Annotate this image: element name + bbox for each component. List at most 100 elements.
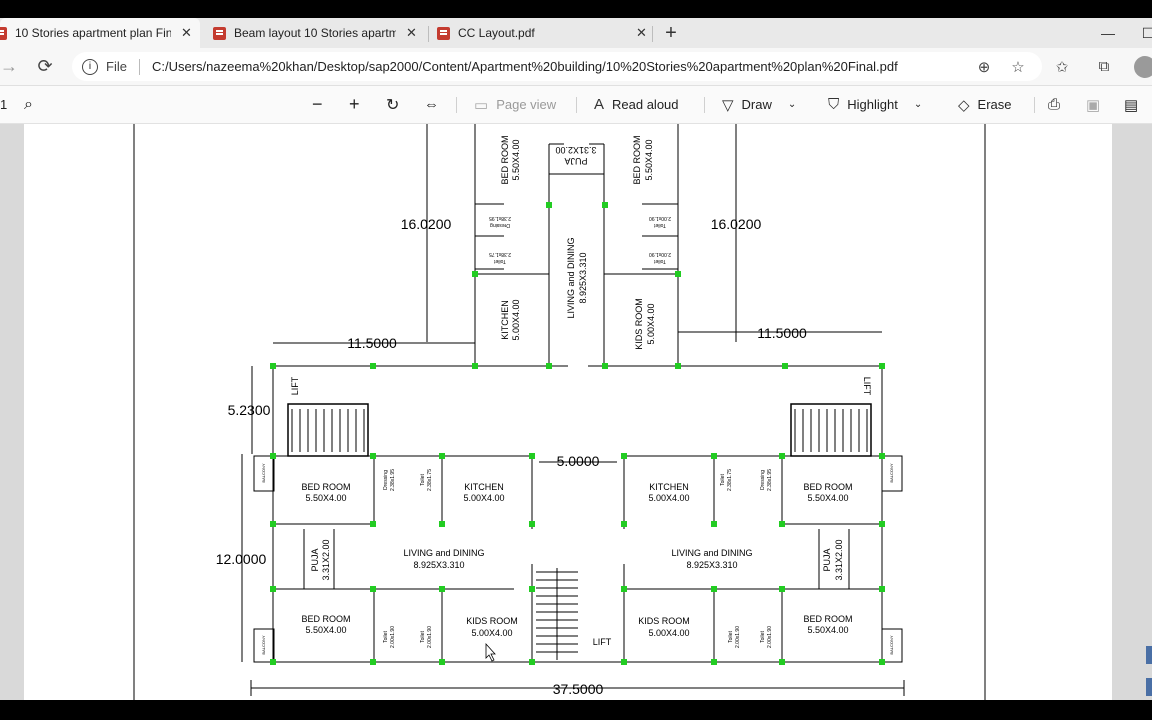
pdf-file-icon — [0, 26, 7, 40]
lift-left-label: LIFT — [290, 376, 300, 395]
toolbar-separator — [704, 97, 705, 113]
floor-plan: 16.0200 16.0200 11.5000 11.5000 5.2300 5… — [133, 124, 986, 700]
toilet-ll1-label: Toilet — [383, 631, 389, 643]
puja-left-label: PUJA — [310, 548, 320, 571]
toilet-ur-label: Toilet — [720, 474, 726, 486]
puja-right-dim: 3.31X2.00 — [834, 539, 844, 580]
url-text: C:/Users/nazeema%20khan/Desktop/sap2000/… — [151, 59, 898, 74]
pdf-page: 16.0200 16.0200 11.5000 11.5000 5.2300 5… — [24, 124, 1112, 700]
maximize-button[interactable]: ☐ — [1141, 24, 1152, 41]
toilet-ll1-dim: 2.00x1.90 — [390, 626, 396, 648]
kitchen-right-label: KITCHEN — [649, 482, 689, 492]
bottom-black-bar — [0, 700, 1152, 720]
new-tab-button[interactable]: + — [665, 21, 677, 44]
rotate-icon[interactable]: ↻ — [386, 96, 400, 114]
refresh-icon[interactable]: ⟳ — [37, 56, 53, 76]
page-view-label: Page view — [496, 97, 557, 112]
top-living-dim: 8.925X3.310 — [578, 252, 588, 303]
dim-wing-depth-left: 16.0200 — [401, 216, 452, 232]
draw-button[interactable]: ▽ Draw ⌄ — [722, 86, 796, 123]
fit-page-icon[interactable]: ⇔ — [424, 96, 439, 113]
dim-depth: 12.0000 — [216, 551, 267, 567]
toilet-lr1-label: Toilet — [728, 631, 734, 643]
pdf-viewer[interactable]: 16.0200 16.0200 11.5000 11.5000 5.2300 5… — [0, 124, 1152, 700]
scrollbar-marker[interactable] — [1146, 646, 1152, 664]
dressing-right-label: Dressing — [760, 470, 766, 490]
chevron-down-icon[interactable]: ⌄ — [913, 99, 923, 110]
top-toilet-right2-dim: 2.00x1.90 — [649, 251, 671, 257]
top-toilet-right2-label: Toilet — [654, 258, 666, 264]
read-aloud-icon: A — [594, 96, 605, 113]
favorite-add-icon[interactable]: ☆ — [1011, 58, 1025, 76]
scrollbar-marker[interactable] — [1146, 678, 1152, 696]
balcony-ul-label: BALCONY — [261, 463, 266, 482]
forward-icon[interactable]: → — [0, 56, 18, 76]
save-as-icon[interactable]: ▤ — [1124, 96, 1139, 114]
lift-center-label: LIFT — [593, 637, 612, 647]
read-aloud-label: Read aloud — [612, 97, 679, 112]
eraser-icon: ◇ — [958, 96, 970, 114]
tab-beam-layout[interactable]: Beam layout 10 Stories apartment ✕ — [213, 18, 423, 48]
print-icon[interactable]: ⎙ — [1048, 96, 1061, 113]
top-toilet-right1-label: Toilet — [654, 222, 666, 228]
tab-strip: 10 Stories apartment plan Final.pdf ✕ Be… — [0, 18, 1152, 48]
profile-avatar[interactable] — [1134, 56, 1152, 78]
bedroom-ur-dim: 5.50X4.00 — [807, 493, 848, 503]
page-number[interactable]: 1 — [0, 97, 8, 112]
tab-separator — [428, 26, 429, 42]
living-left-dim: 8.925X3.310 — [413, 560, 464, 570]
living-right-dim: 8.925X3.310 — [686, 560, 737, 570]
minimize-button[interactable]: — — [1101, 25, 1115, 41]
toilet-ul-label: Toilet — [420, 474, 426, 486]
tab-title: CC Layout.pdf — [458, 26, 535, 40]
close-icon[interactable]: ✕ — [181, 25, 192, 40]
favorites-icon[interactable]: ✩ — [1055, 58, 1069, 76]
dim-setback-left: 11.5000 — [347, 335, 397, 351]
close-icon[interactable]: ✕ — [406, 25, 417, 40]
toilet-lr1-dim: 2.00x1.90 — [735, 626, 741, 648]
draw-icon: ▽ — [722, 96, 734, 114]
dim-width: 37.5000 — [553, 681, 604, 697]
highlight-icon: ⛉ — [828, 96, 840, 113]
toolbar-separator — [1034, 97, 1035, 113]
page-view-button[interactable]: ▭ Page view — [474, 86, 556, 123]
info-icon[interactable]: i — [82, 58, 98, 75]
puja-right-label: PUJA — [822, 548, 832, 571]
toolbar-separator — [456, 97, 457, 113]
collections-icon[interactable]: ⧉ — [1098, 58, 1110, 75]
highlight-button[interactable]: ⛉Highlight⌄ — [828, 86, 922, 123]
top-kids-dim: 5.00X4.00 — [646, 303, 656, 344]
dim-gap: 5.0000 — [557, 453, 600, 469]
url-scheme: File — [106, 59, 127, 74]
zoom-in-button[interactable]: + — [349, 94, 360, 114]
zoom-icon[interactable]: ⊕ — [977, 58, 991, 76]
bedroom-lr-dim: 5.50X4.00 — [807, 625, 848, 635]
url-field[interactable]: i File C:/Users/nazeema%20khan/Desktop/s… — [72, 52, 1042, 81]
top-bedroom-right-label: BED ROOM — [632, 135, 642, 184]
tab-apartment-plan[interactable]: 10 Stories apartment plan Final.pdf ✕ — [0, 18, 200, 48]
top-toilet-left-dim: 2.38x1.75 — [489, 251, 511, 257]
erase-label: Erase — [977, 97, 1012, 112]
bedroom-ul-dim: 5.50X4.00 — [305, 493, 346, 503]
read-aloud-button[interactable]: A Read aloud — [594, 86, 679, 123]
kids-right-label: KIDS ROOM — [638, 616, 690, 626]
page-view-icon: ▭ — [474, 96, 489, 114]
draw-label: Draw — [741, 97, 772, 112]
search-icon[interactable]: ⌕ — [24, 95, 33, 113]
chevron-down-icon[interactable]: ⌄ — [787, 99, 797, 110]
save-icon[interactable]: ▣ — [1086, 96, 1101, 114]
top-bedroom-right-dim: 5.50X4.00 — [644, 139, 654, 180]
close-icon[interactable]: ✕ — [636, 25, 647, 40]
tab-cc-layout[interactable]: CC Layout.pdf ✕ — [437, 18, 652, 48]
erase-button[interactable]: ◇ Erase — [958, 86, 1012, 123]
puja-left-dim: 3.31X2.00 — [321, 539, 331, 580]
top-puja-dim: 3.31X2.00 — [555, 145, 596, 155]
top-kitchen-dim: 5.00X4.00 — [511, 299, 521, 340]
address-bar: → ⟳ i File C:/Users/nazeema%20khan/Deskt… — [0, 48, 1152, 86]
kitchen-left-dim: 5.00X4.00 — [463, 493, 504, 503]
zoom-out-button[interactable]: − — [312, 94, 323, 114]
tab-title: 10 Stories apartment plan Final.pdf — [15, 26, 171, 40]
kids-left-label: KIDS ROOM — [466, 616, 518, 626]
top-toilet-right1-dim: 2.00x1.90 — [649, 215, 671, 221]
toilet-ur-dim: 2.38x1.75 — [727, 469, 733, 491]
